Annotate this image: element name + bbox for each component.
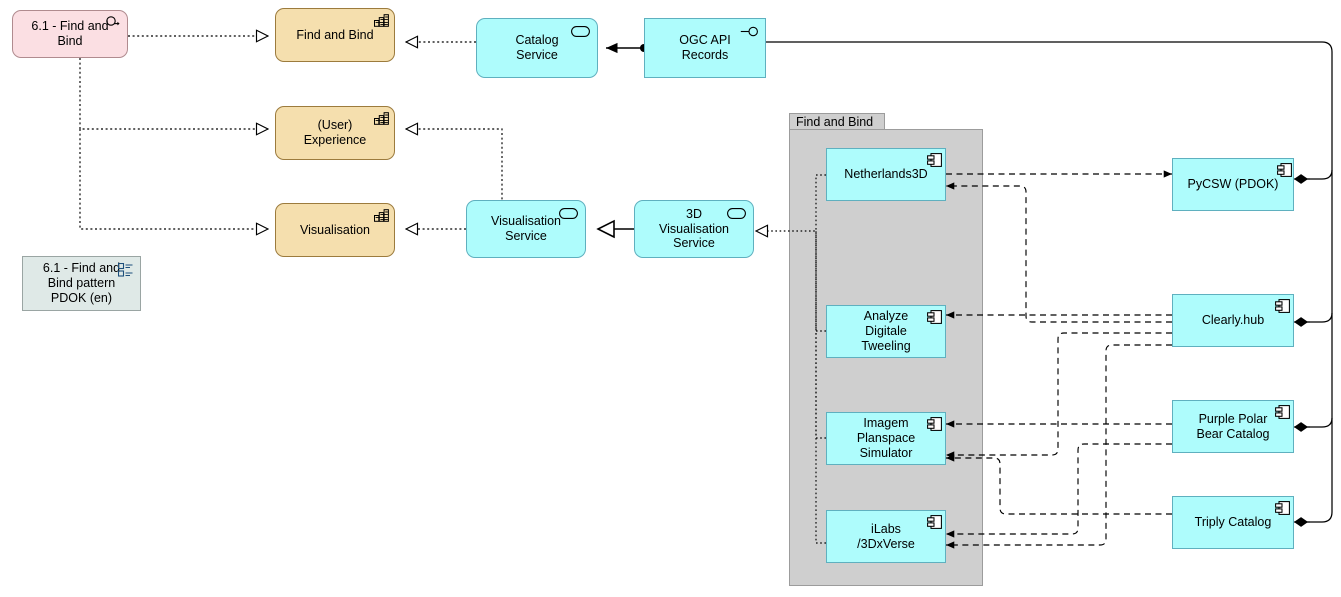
- application-component-icon: [1275, 501, 1290, 515]
- application-service-3d-visualisation-label: 3D Visualisation Service: [659, 206, 729, 251]
- application-component-icon: [1277, 163, 1292, 177]
- rel-origin-to-user-experience: [79, 58, 268, 129]
- application-component-icon: [927, 153, 942, 167]
- capability-find-and-bind-label: Find and Bind: [296, 27, 374, 42]
- value-stream-icon: [105, 15, 121, 27]
- legend-view-reference[interactable]: 6.1 - Find and Bind pattern PDOK (en): [22, 256, 141, 311]
- capability-icon: [374, 112, 389, 125]
- component-netherlands3d[interactable]: Netherlands3D: [826, 148, 946, 201]
- component-ilabs-3dxverse[interactable]: iLabs /3DxVerse: [826, 510, 946, 563]
- capability-visualisation[interactable]: Visualisation: [275, 203, 395, 257]
- application-interface-ogc-api-records-label: OGC API Records: [679, 33, 731, 62]
- component-analyze-digitale-tweeling-label: Analyze Digitale Tweeling: [861, 309, 911, 353]
- capability-icon: [374, 14, 389, 27]
- component-netherlands3d-label: Netherlands3D: [844, 167, 928, 182]
- rel-ogc-api-to-pycsw: [1306, 169, 1333, 180]
- capability-user-experience[interactable]: (User) Experience: [275, 106, 395, 160]
- component-analyze-digitale-tweeling[interactable]: Analyze Digitale Tweeling: [826, 305, 946, 358]
- view-icon: [117, 262, 133, 277]
- capability-visualisation-label: Visualisation: [300, 222, 370, 237]
- application-service-catalog-label: Catalog Service: [515, 33, 559, 62]
- component-imagem-planspace-simulator[interactable]: Imagem Planspace Simulator: [826, 412, 946, 465]
- application-component-icon: [927, 515, 942, 529]
- capability-find-and-bind[interactable]: Find and Bind: [275, 8, 395, 62]
- application-service-icon: [727, 208, 746, 219]
- component-pycsw-pdok[interactable]: PyCSW (PDOK): [1172, 158, 1294, 211]
- component-imagem-planspace-simulator-label: Imagem Planspace Simulator: [856, 416, 916, 460]
- grouping-find-and-bind-tab[interactable]: Find and Bind: [789, 113, 885, 129]
- rel-origin-to-visualisation: [79, 129, 268, 229]
- legend-view-label: 6.1 - Find and Bind pattern PDOK (en): [42, 261, 121, 305]
- origin-view-box[interactable]: 6.1 - Find and Bind: [12, 10, 128, 58]
- application-component-icon: [927, 417, 942, 431]
- application-service-3d-visualisation[interactable]: 3D Visualisation Service: [634, 200, 754, 258]
- rel-ogc-api-to-clearly-hub: [1306, 312, 1333, 323]
- rel-ogc-api-to-purple-polar-bear: [1306, 417, 1333, 428]
- application-interface-ogc-api-records[interactable]: OGC API Records: [644, 18, 766, 78]
- capability-user-experience-label: (User) Experience: [303, 118, 367, 147]
- component-clearly-hub[interactable]: Clearly.hub: [1172, 294, 1294, 347]
- component-purple-polar-bear-catalog[interactable]: Purple Polar Bear Catalog: [1172, 400, 1294, 453]
- application-service-icon: [559, 208, 578, 219]
- application-service-icon: [571, 26, 590, 37]
- component-triply-catalog[interactable]: Triply Catalog: [1172, 496, 1294, 549]
- application-service-visualisation-label: Visualisation Service: [491, 214, 561, 243]
- component-pycsw-pdok-label: PyCSW (PDOK): [1187, 177, 1279, 192]
- origin-view-label: 6.1 - Find and Bind: [31, 19, 109, 48]
- component-clearly-hub-label: Clearly.hub: [1201, 313, 1265, 328]
- component-ilabs-3dxverse-label: iLabs /3DxVerse: [857, 521, 915, 551]
- application-service-visualisation[interactable]: Visualisation Service: [466, 200, 586, 258]
- application-service-catalog[interactable]: Catalog Service: [476, 18, 598, 78]
- component-purple-polar-bear-catalog-label: Purple Polar Bear Catalog: [1196, 411, 1270, 441]
- application-interface-icon: [740, 26, 759, 37]
- rel-visualisation-service-to-user-experience: [406, 129, 503, 204]
- grouping-find-and-bind-label: Find and Bind: [796, 115, 874, 129]
- capability-icon: [374, 209, 389, 222]
- application-component-icon: [1275, 405, 1290, 419]
- component-triply-catalog-label: Triply Catalog: [1194, 515, 1272, 530]
- application-component-icon: [1275, 299, 1290, 313]
- application-component-icon: [927, 310, 942, 324]
